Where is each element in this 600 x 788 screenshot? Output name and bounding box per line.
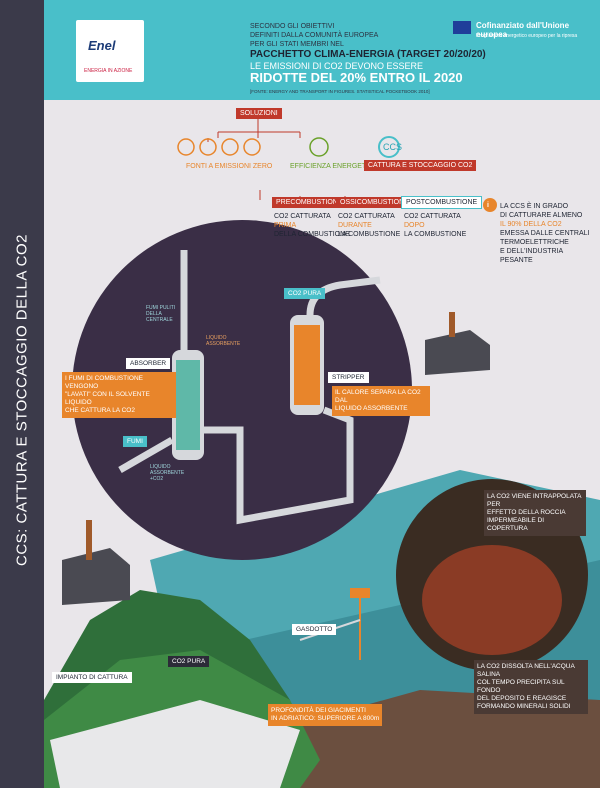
enel-logo: [76, 20, 144, 82]
info-line-4: TERMOELETTRICHE: [500, 239, 569, 246]
pre-line-1: CO2 CATTURATA: [274, 213, 331, 220]
stripper-callout-line-2: LIQUIDO ASSORBENTE: [335, 405, 408, 412]
chimney-right: [449, 312, 455, 337]
post-title: POSTCOMBUSTIONE: [400, 196, 483, 209]
eu-subtitle: Programma energetico europeo per la ripr…: [476, 33, 578, 39]
offshore-platform: [350, 588, 370, 598]
dissolve-line-1: LA CO2 DISSOLTA NELL'ACQUA SALINA: [477, 663, 575, 678]
info-line-5: E DELL'INDUSTRIA: [500, 248, 564, 255]
zero-emission-label: FONTI A EMISSIONI ZERO: [186, 163, 273, 170]
dissolve-callout: LA CO2 DISSOLTA NELL'ACQUA SALINA COL TE…: [474, 660, 588, 714]
ccs-label: CATTURA E STOCCAGGIO CO2: [364, 160, 477, 171]
leaf-icon: [199, 138, 217, 156]
info-icon: [483, 198, 497, 212]
dissolve-line-2: COL TEMPO PRECIPITA SUL FONDO: [477, 679, 565, 694]
rock-reservoir: [422, 545, 562, 655]
intro-line-1: SECONDO GLI OBIETTIVI: [250, 23, 335, 30]
info-highlight: IL 90% DELLA CO2: [500, 221, 562, 228]
package-title: PACCHETTO CLIMA-ENERGIA (TARGET 20/20/20…: [250, 49, 486, 60]
wind-icon: [243, 138, 261, 156]
info-line-2: DI CATTURARE ALMENO: [500, 212, 583, 219]
post-line-3: LA COMBUSTIONE: [404, 231, 467, 238]
chimney-left: [86, 520, 92, 560]
stripper-label: STRIPPER: [328, 372, 369, 383]
info-icon-glyph: i: [487, 202, 489, 209]
sun-icon: [221, 138, 239, 156]
absorber-callout: I FUMI DI COMBUSTIONE VENGONO "LAVATI" C…: [62, 372, 176, 418]
enel-logo-tagline: ENERGIA IN AZIONE: [84, 68, 133, 74]
ccs-badge: CCS: [383, 142, 403, 152]
vertical-title: CCS: CATTURA E STOCCAGGIO DELLA CO2: [13, 233, 31, 567]
info-line-6: PESANTE: [500, 257, 533, 264]
stripper-packing: [294, 325, 320, 405]
tree-connectors: [207, 118, 301, 142]
impianto-label: IMPIANTO DI CATTURA: [52, 672, 132, 683]
source-note: [FONTE: ENERGY AND TRANSPORT IN FIGURES.…: [250, 89, 430, 94]
eu-flag-icon: [453, 21, 471, 34]
pre-line-3: DELLA COMBUSTIONE: [274, 231, 350, 238]
depth-line-2: IN ADRIATICO: SUPERIORE A 800m: [271, 715, 380, 722]
wave-icon: [177, 138, 195, 156]
trap-line-2: EFFETTO DELLA ROCCIA: [487, 509, 566, 516]
emissions-line: LE EMISSIONI DI CO2 DEVONO ESSERE: [250, 61, 424, 71]
absorber-callout-line-3: CHE CATTURA LA CO2: [65, 407, 135, 414]
absorber-packing: [176, 360, 200, 450]
solutions-root: SOLUZIONI: [236, 108, 282, 119]
depth-callout: PROFONDITÀ DEI GIACIMENTI IN ADRIATICO: …: [268, 704, 383, 726]
co2-pura-bottom: CO2 PURA: [168, 656, 210, 667]
co2-pura-top: CO2 PURA: [284, 288, 326, 299]
absorber-label: ABSORBER: [126, 358, 171, 369]
liquido-assorbente-label: LIQUIDO ASSORBENTE: [206, 335, 241, 347]
fumi-label: FUMI: [123, 436, 147, 447]
trap-line-3: IMPERMEABILE DI COPERTURA: [487, 517, 545, 532]
plant-ground: [50, 700, 300, 788]
info-line-3: EMESSA DALLE CENTRALI: [500, 230, 590, 237]
stripper-callout: IL CALORE SEPARA LA CO2 DAL LIQUIDO ASSO…: [332, 386, 430, 416]
enel-logo-name: Enel: [88, 38, 116, 53]
gasdotto-label: GASDOTTO: [292, 624, 337, 635]
oxy-line-2: DURANTE: [338, 222, 372, 229]
power-plant-right: [425, 330, 490, 375]
sidebar: [0, 0, 44, 788]
fumi-puliti-label: FUMI PULITI DELLA CENTRALE: [146, 305, 176, 323]
eu-title: Cofinanziato dall'Unione europea: [476, 21, 570, 39]
dissolve-line-4: FORMANDO MINERALI SOLIDI: [477, 703, 571, 710]
efficiency-label: EFFICIENZA ENERGETICA: [290, 163, 378, 170]
trap-callout: LA CO2 VIENE INTRAPPOLATA PER EFFETTO DE…: [484, 490, 586, 536]
dissolve-line-3: DEL DEPOSITO E REAGISCE: [477, 695, 567, 702]
depth-line-1: PROFONDITÀ DEI GIACIMENTI: [271, 707, 366, 714]
oxy-line-3: LA COMBUSTIONE: [338, 231, 401, 238]
oxy-title: OSSICOMBUSTIONE: [336, 197, 413, 208]
process-magnifier: [72, 220, 412, 560]
pipes-loop: [118, 406, 354, 525]
trap-line-1: LA CO2 VIENE INTRAPPOLATA PER: [487, 493, 582, 508]
post-line-2: DOPO: [404, 222, 425, 229]
oxy-line-1: CO2 CATTURATA: [338, 213, 395, 220]
info-line-1: LA CCS È IN GRADO: [500, 203, 569, 210]
pre-title: PRECOMBUSTIONE: [272, 197, 347, 208]
pre-line-2: PRIMA: [274, 222, 297, 229]
seabed-strata: [240, 690, 600, 788]
absorber-callout-line-2: "LAVATI" CON IL SOLVENTE LIQUIDO: [65, 391, 150, 406]
absorber-callout-line-1: I FUMI DI COMBUSTIONE VENGONO: [65, 375, 143, 390]
reduction-title: RIDOTTE DEL 20% ENTRO IL 2020: [250, 70, 463, 85]
post-line-1: CO2 CATTURATA: [404, 213, 461, 220]
stripper-callout-line-1: IL CALORE SEPARA LA CO2 DAL: [335, 389, 421, 404]
intro-line-2: DEFINITI DALLA COMUNITÀ EUROPEA: [250, 32, 379, 39]
ccs-icon: [378, 136, 400, 158]
bulb-icon: [309, 137, 329, 157]
intro-line-3: PER GLI STATI MEMBRI NEL: [250, 41, 344, 48]
power-plant-small: [62, 548, 130, 605]
liquido-co2-label: LIQUIDO ASSORBENTE +CO2: [150, 464, 185, 482]
